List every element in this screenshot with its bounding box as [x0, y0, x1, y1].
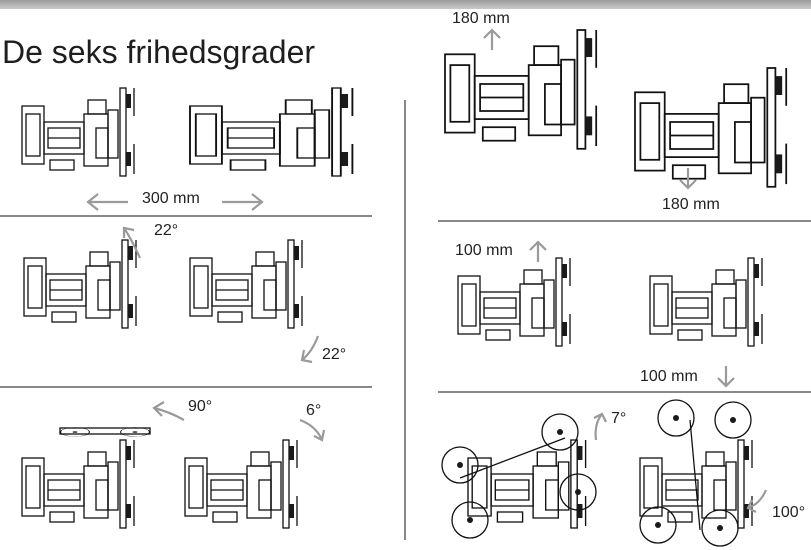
arrow-up-icon [483, 28, 501, 50]
label-rotation-c-left: 7° [611, 410, 627, 427]
device-sketch [649, 257, 763, 347]
rotate-arrow-icon [746, 489, 768, 513]
label-rotation-a-down: 22° [322, 346, 347, 363]
label-translation-x: 300 mm [142, 190, 200, 207]
label-lift-down: 180 mm [662, 196, 720, 213]
arrow-up-icon [529, 240, 547, 262]
device-sketch [23, 239, 137, 329]
arrow-right-icon [222, 193, 264, 211]
label-rotation-b-left: 90° [188, 398, 213, 415]
device-sketch [189, 87, 354, 177]
device-sketch [189, 239, 303, 329]
device-sketch [21, 439, 135, 529]
top-bar [0, 0, 811, 9]
arrow-down-icon [679, 168, 697, 190]
label-side-up: 100 mm [455, 242, 513, 259]
device-sketch [457, 257, 571, 347]
device-sketch [444, 29, 598, 150]
device-sketch [21, 87, 135, 177]
rotate-arrow-icon [122, 226, 142, 259]
rotate-arrow-icon [299, 418, 326, 442]
device-sketch [184, 439, 298, 529]
label-rotation-b-right: 6° [306, 402, 322, 419]
device-sketch [634, 67, 788, 188]
rotate-arrow-icon [152, 401, 185, 421]
label-rotation-a-up: 22° [154, 222, 179, 239]
arrow-left-icon [86, 193, 128, 211]
rotate-arrow-icon [593, 412, 607, 441]
label-rotation-c-right: 100° [772, 504, 806, 521]
page-title: De seks frihedsgrader [2, 34, 316, 70]
arrow-down-icon [717, 366, 735, 388]
label-side-down: 100 mm [640, 368, 698, 385]
rotate-arrow-icon [300, 335, 320, 364]
label-lift-up: 180 mm [452, 10, 510, 27]
